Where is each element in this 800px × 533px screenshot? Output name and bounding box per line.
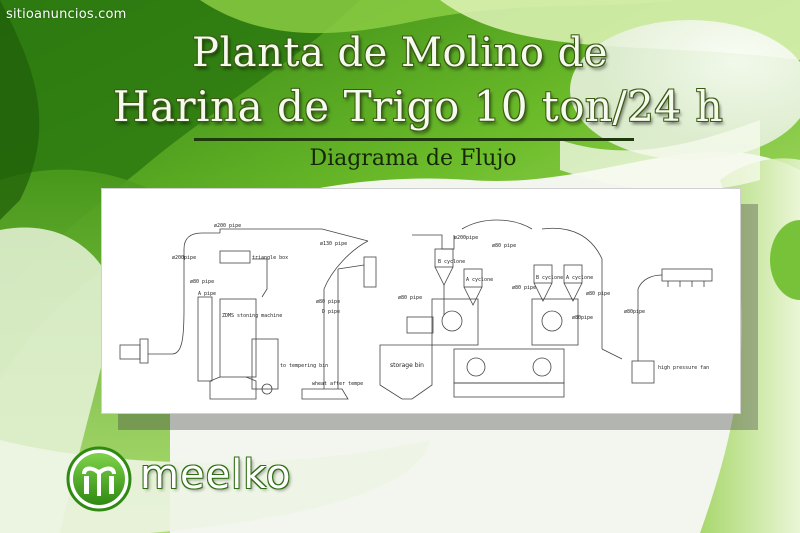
label-6: ZDMS stoning machine: [222, 313, 282, 319]
page-title-line-2: Harina de Trigo 10 ton/24 h: [112, 82, 724, 131]
label-12: storage bin: [390, 362, 424, 369]
cyclone-3-cone: [533, 282, 553, 302]
pipe-line-10: [541, 227, 603, 349]
mill-base: [453, 382, 565, 398]
roller-2: [541, 310, 563, 332]
pipe-line-4: [250, 228, 369, 242]
label-9: ø80 pipe: [316, 299, 340, 305]
roller-mill-2: [531, 298, 579, 346]
label-22: ø80 pipe: [586, 291, 610, 297]
tempering-unit: [251, 338, 279, 390]
page-subtitle: Diagrama de Flujo: [309, 146, 517, 171]
label-20: ø80 pipe: [512, 285, 536, 291]
cyclone-1-top: [434, 248, 454, 268]
label-15: B cyclone: [438, 259, 465, 265]
label-24: high pressure fan: [658, 365, 709, 371]
stoning-base: [209, 376, 257, 400]
pipe-line-11: [601, 348, 623, 360]
cyclone-1-cone: [434, 266, 454, 286]
label-16: A cyclone: [466, 277, 493, 283]
triangle-box: [219, 250, 251, 264]
label-3: triangle box: [252, 255, 288, 261]
label-2: ø200pipe: [172, 255, 196, 261]
label-21: ø80pipe: [572, 315, 593, 321]
tempering-hopper: [363, 256, 377, 288]
mill-wheel-1: [466, 357, 486, 377]
label-23: ø80pipe: [624, 309, 645, 315]
brand-name: meelko: [140, 452, 292, 498]
label-8: ø130 pipe: [320, 241, 347, 247]
label-7: to tempering bin: [280, 363, 328, 369]
cyclone-2-top: [463, 268, 483, 288]
pipe-line-1: [148, 232, 220, 355]
label-10: D pipe: [322, 309, 340, 315]
bran-finisher: [406, 316, 434, 334]
meelko-logo-icon: [66, 446, 132, 512]
pipe-line-9: [461, 219, 533, 230]
storage-bin: [379, 344, 433, 400]
high-pressure-fan: [631, 360, 655, 384]
label-1: ø200 pipe: [214, 223, 241, 229]
stoning-machine: [219, 298, 257, 378]
mill-wheel-2: [532, 357, 552, 377]
dust-collector: [661, 268, 713, 282]
tempering-wheel: [261, 383, 273, 395]
label-4: ø80 pipe: [190, 279, 214, 285]
wheat-after-tempering: [301, 388, 349, 400]
cyclone-4-top: [563, 264, 583, 284]
flow-diagram: ø200 pipe ø200pipe triangle box ø80 pipe…: [119, 219, 713, 400]
site-watermark: sitioanuncios.com: [6, 7, 127, 22]
roller-1: [441, 310, 463, 332]
label-5: A pipe: [198, 291, 216, 297]
diagram-labels: ø200 pipe ø200pipe triangle box ø80 pipe…: [172, 223, 709, 387]
label-18: B cyclone: [536, 275, 563, 281]
title-divider: [194, 138, 634, 141]
label-17: ø80 pipe: [492, 243, 516, 249]
flow-diagram-panel: ø200 pipe ø200pipe triangle box ø80 pipe…: [101, 188, 741, 414]
elevator-a: [197, 296, 213, 382]
pipe-line-3: [252, 258, 268, 298]
intake-motor: [119, 344, 141, 360]
mill-frame: [453, 348, 565, 384]
pipe-line-13: [637, 274, 663, 290]
cyclone-4-cone: [563, 282, 583, 302]
page-title-line-1: Planta de Molino de: [192, 30, 608, 76]
cyclone-2-cone: [463, 286, 483, 306]
label-19: A cyclone: [566, 275, 593, 281]
dust-collector-legs: [667, 281, 705, 287]
label-11: wheat after tempe: [312, 381, 363, 387]
intake-hopper: [139, 338, 149, 364]
label-14: ø80 pipe: [398, 295, 422, 301]
pipe-line-2: [219, 228, 250, 233]
pipe-line-6: [337, 264, 365, 270]
pipe-line-7: [412, 234, 455, 250]
label-13: ø200pipe: [454, 235, 478, 241]
cyclone-3-top: [533, 264, 553, 284]
roller-mill-1: [431, 298, 479, 346]
pipe-line-5: [323, 240, 369, 290]
